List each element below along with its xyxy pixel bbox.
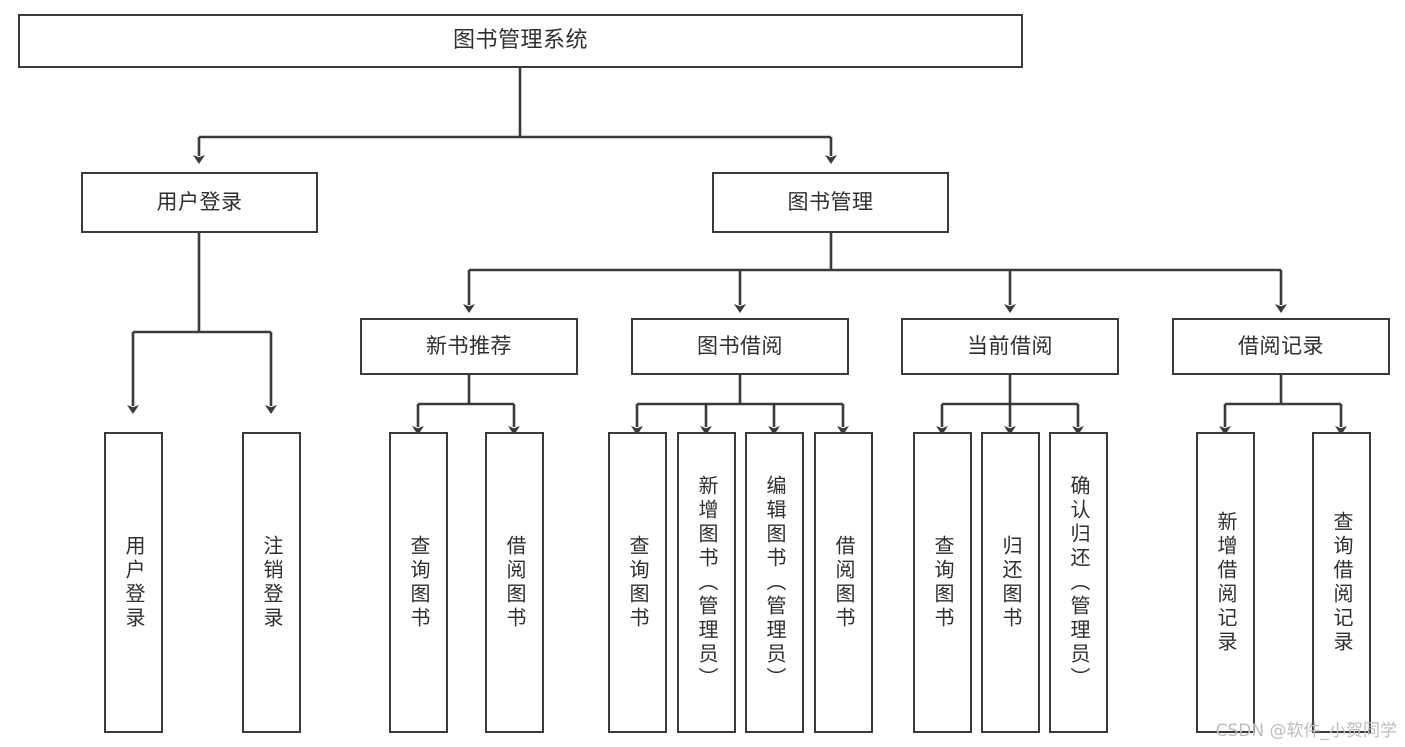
node-current-borrow[interactable]: 当前借阅: [901, 318, 1119, 375]
node-label: 查询图书: [407, 534, 431, 631]
node-label: 用户登录: [156, 190, 243, 215]
node-label: 当前借阅: [967, 334, 1053, 359]
leaf-user-login-login[interactable]: 用户登录: [104, 432, 163, 733]
node-label: 图书管理系统: [452, 28, 588, 54]
node-label: 借阅图书: [503, 534, 527, 631]
node-label: 新增借阅记录: [1214, 510, 1238, 655]
leaf-record-add-record[interactable]: 新增借阅记录: [1196, 432, 1255, 733]
node-label: 图书管理: [787, 190, 874, 215]
node-new-book-recommend[interactable]: 新书推荐: [360, 318, 578, 375]
node-label: 确认归还（管理员）: [1067, 474, 1091, 691]
leaf-current-query-book[interactable]: 查询图书: [913, 432, 972, 733]
node-label: 借阅图书: [832, 534, 856, 631]
node-label: 借阅记录: [1238, 334, 1324, 359]
node-book-management[interactable]: 图书管理: [712, 172, 949, 233]
node-label: 查询图书: [931, 534, 955, 631]
leaf-current-confirm-return-admin[interactable]: 确认归还（管理员）: [1049, 432, 1108, 733]
csdn-watermark: CSDN @软件_小贺同学: [1215, 721, 1397, 741]
node-label: 归还图书: [999, 534, 1023, 631]
node-label: 用户登录: [122, 534, 146, 631]
node-label: 查询借阅记录: [1330, 510, 1354, 655]
leaf-current-return-book[interactable]: 归还图书: [981, 432, 1040, 733]
leaf-recommend-query-book[interactable]: 查询图书: [389, 432, 448, 733]
leaf-user-login-logout[interactable]: 注销登录: [242, 432, 301, 733]
leaf-record-query-record[interactable]: 查询借阅记录: [1312, 432, 1371, 733]
node-label: 注销登录: [260, 534, 284, 631]
node-label: 新书推荐: [426, 334, 512, 359]
leaf-recommend-borrow-book[interactable]: 借阅图书: [485, 432, 544, 733]
node-book-borrow[interactable]: 图书借阅: [631, 318, 849, 375]
node-borrow-record[interactable]: 借阅记录: [1172, 318, 1390, 375]
leaf-borrow-borrow-book[interactable]: 借阅图书: [814, 432, 873, 733]
node-label: 新增图书（管理员）: [695, 474, 719, 691]
node-label: 查询图书: [626, 534, 650, 631]
node-label: 编辑图书（管理员）: [763, 474, 787, 691]
node-label: 图书借阅: [697, 334, 783, 359]
leaf-borrow-add-book-admin[interactable]: 新增图书（管理员）: [677, 432, 736, 733]
node-user-login[interactable]: 用户登录: [81, 172, 318, 233]
node-root-system[interactable]: 图书管理系统: [18, 14, 1023, 68]
leaf-borrow-edit-book-admin[interactable]: 编辑图书（管理员）: [745, 432, 804, 733]
leaf-borrow-query-book[interactable]: 查询图书: [608, 432, 667, 733]
